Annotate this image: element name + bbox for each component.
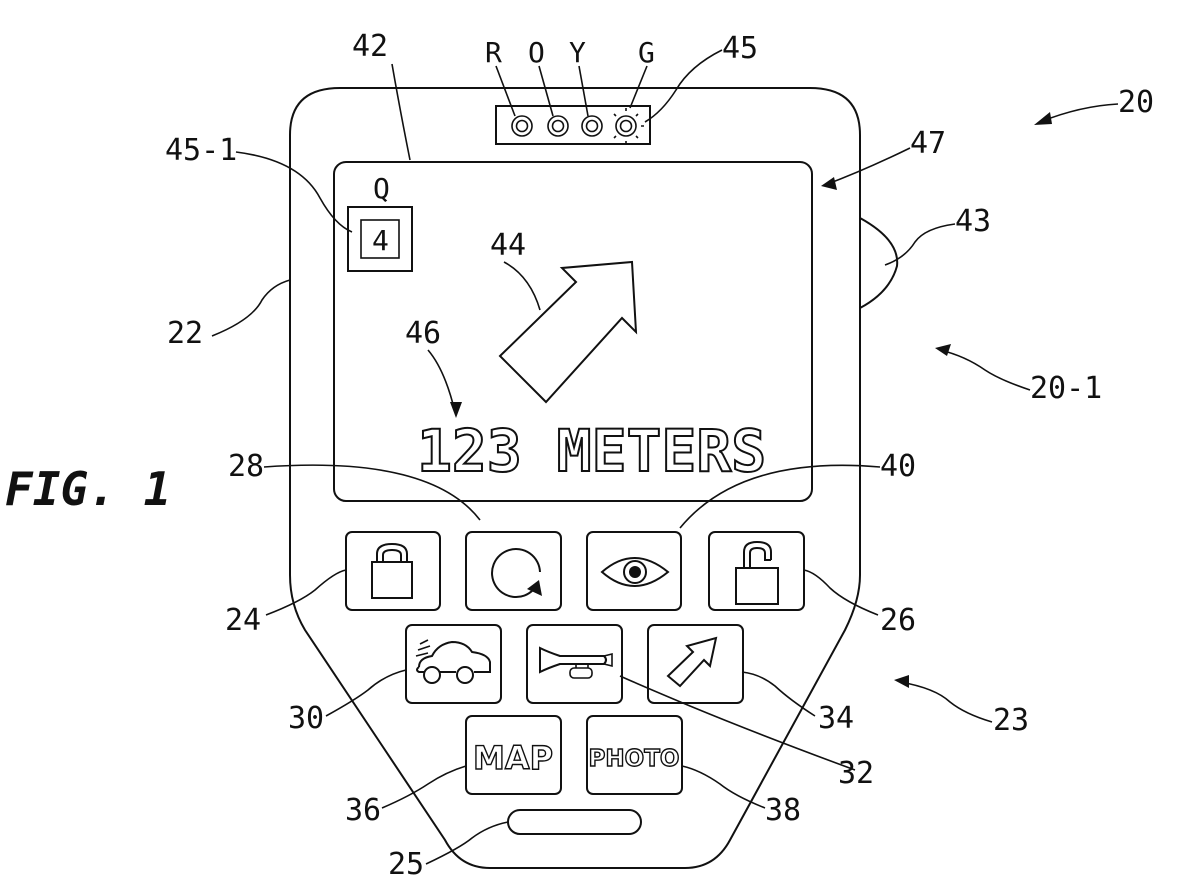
ref-44: 44 (490, 228, 526, 263)
horn-icon (539, 646, 613, 679)
indicator-light-orange (547, 115, 569, 137)
arrow-icon (666, 636, 718, 688)
speaker-slot (507, 809, 642, 835)
ref-20: 20 (1118, 85, 1154, 120)
ref-46: 46 (405, 316, 441, 351)
quality-letter: Q (373, 172, 390, 205)
quality-value: 4 (372, 224, 389, 257)
distance-readout: 123 METERS (417, 417, 766, 485)
photo-button-label: PHOTO (589, 746, 680, 772)
ref-28: 28 (228, 449, 264, 484)
horn-button[interactable] (526, 624, 623, 704)
refresh-button[interactable] (465, 531, 562, 611)
ref-38: 38 (765, 793, 801, 828)
ref-20-1: 20-1 (1030, 371, 1102, 406)
eye-icon (600, 557, 670, 587)
ref-25: 25 (388, 847, 424, 882)
indicator-panel (495, 105, 651, 145)
eye-button[interactable] (586, 531, 682, 611)
lock-icon (371, 542, 413, 599)
ref-30: 30 (288, 701, 324, 736)
indicator-letter-g: G (638, 36, 655, 69)
indicator-letter-o: O (528, 36, 545, 69)
ref-34: 34 (818, 701, 854, 736)
ref-45-1: 45-1 (165, 133, 237, 168)
ref-32: 32 (838, 756, 874, 791)
ref-22: 22 (167, 316, 203, 351)
indicator-light-green (613, 108, 644, 144)
ref-24: 24 (225, 603, 261, 638)
ref-42: 42 (352, 29, 388, 64)
quality-box-inner (360, 219, 400, 259)
refresh-icon (491, 548, 542, 599)
indicator-light-yellow (581, 115, 603, 137)
device-body (289, 87, 861, 869)
car-icon (415, 639, 491, 684)
indicator-light-red (511, 115, 533, 137)
map-button-label: MAP (473, 739, 553, 777)
direction-arrow (498, 260, 638, 404)
ref-40: 40 (880, 449, 916, 484)
arrowheads (450, 112, 1052, 688)
quality-box-outer (347, 206, 413, 272)
ref-26: 26 (880, 603, 916, 638)
unlock-button[interactable] (708, 531, 805, 611)
ref-47: 47 (910, 126, 946, 161)
leader-lines (211, 49, 1119, 865)
photo-button[interactable]: PHOTO (586, 715, 683, 795)
ref-43: 43 (955, 204, 991, 239)
map-button[interactable]: MAP (465, 715, 562, 795)
car-button[interactable] (405, 624, 502, 704)
indicator-letter-r: R (485, 36, 502, 69)
ref-23: 23 (993, 703, 1029, 738)
direction-button[interactable] (647, 624, 744, 704)
lock-button[interactable] (345, 531, 441, 611)
ref-45: 45 (722, 31, 758, 66)
display-screen (333, 161, 813, 502)
unlock-icon (735, 540, 779, 605)
ref-36: 36 (345, 793, 381, 828)
indicator-letter-y: Y (569, 36, 586, 69)
figure-label: FIG. 1 (5, 462, 171, 516)
side-button[interactable] (859, 217, 899, 309)
